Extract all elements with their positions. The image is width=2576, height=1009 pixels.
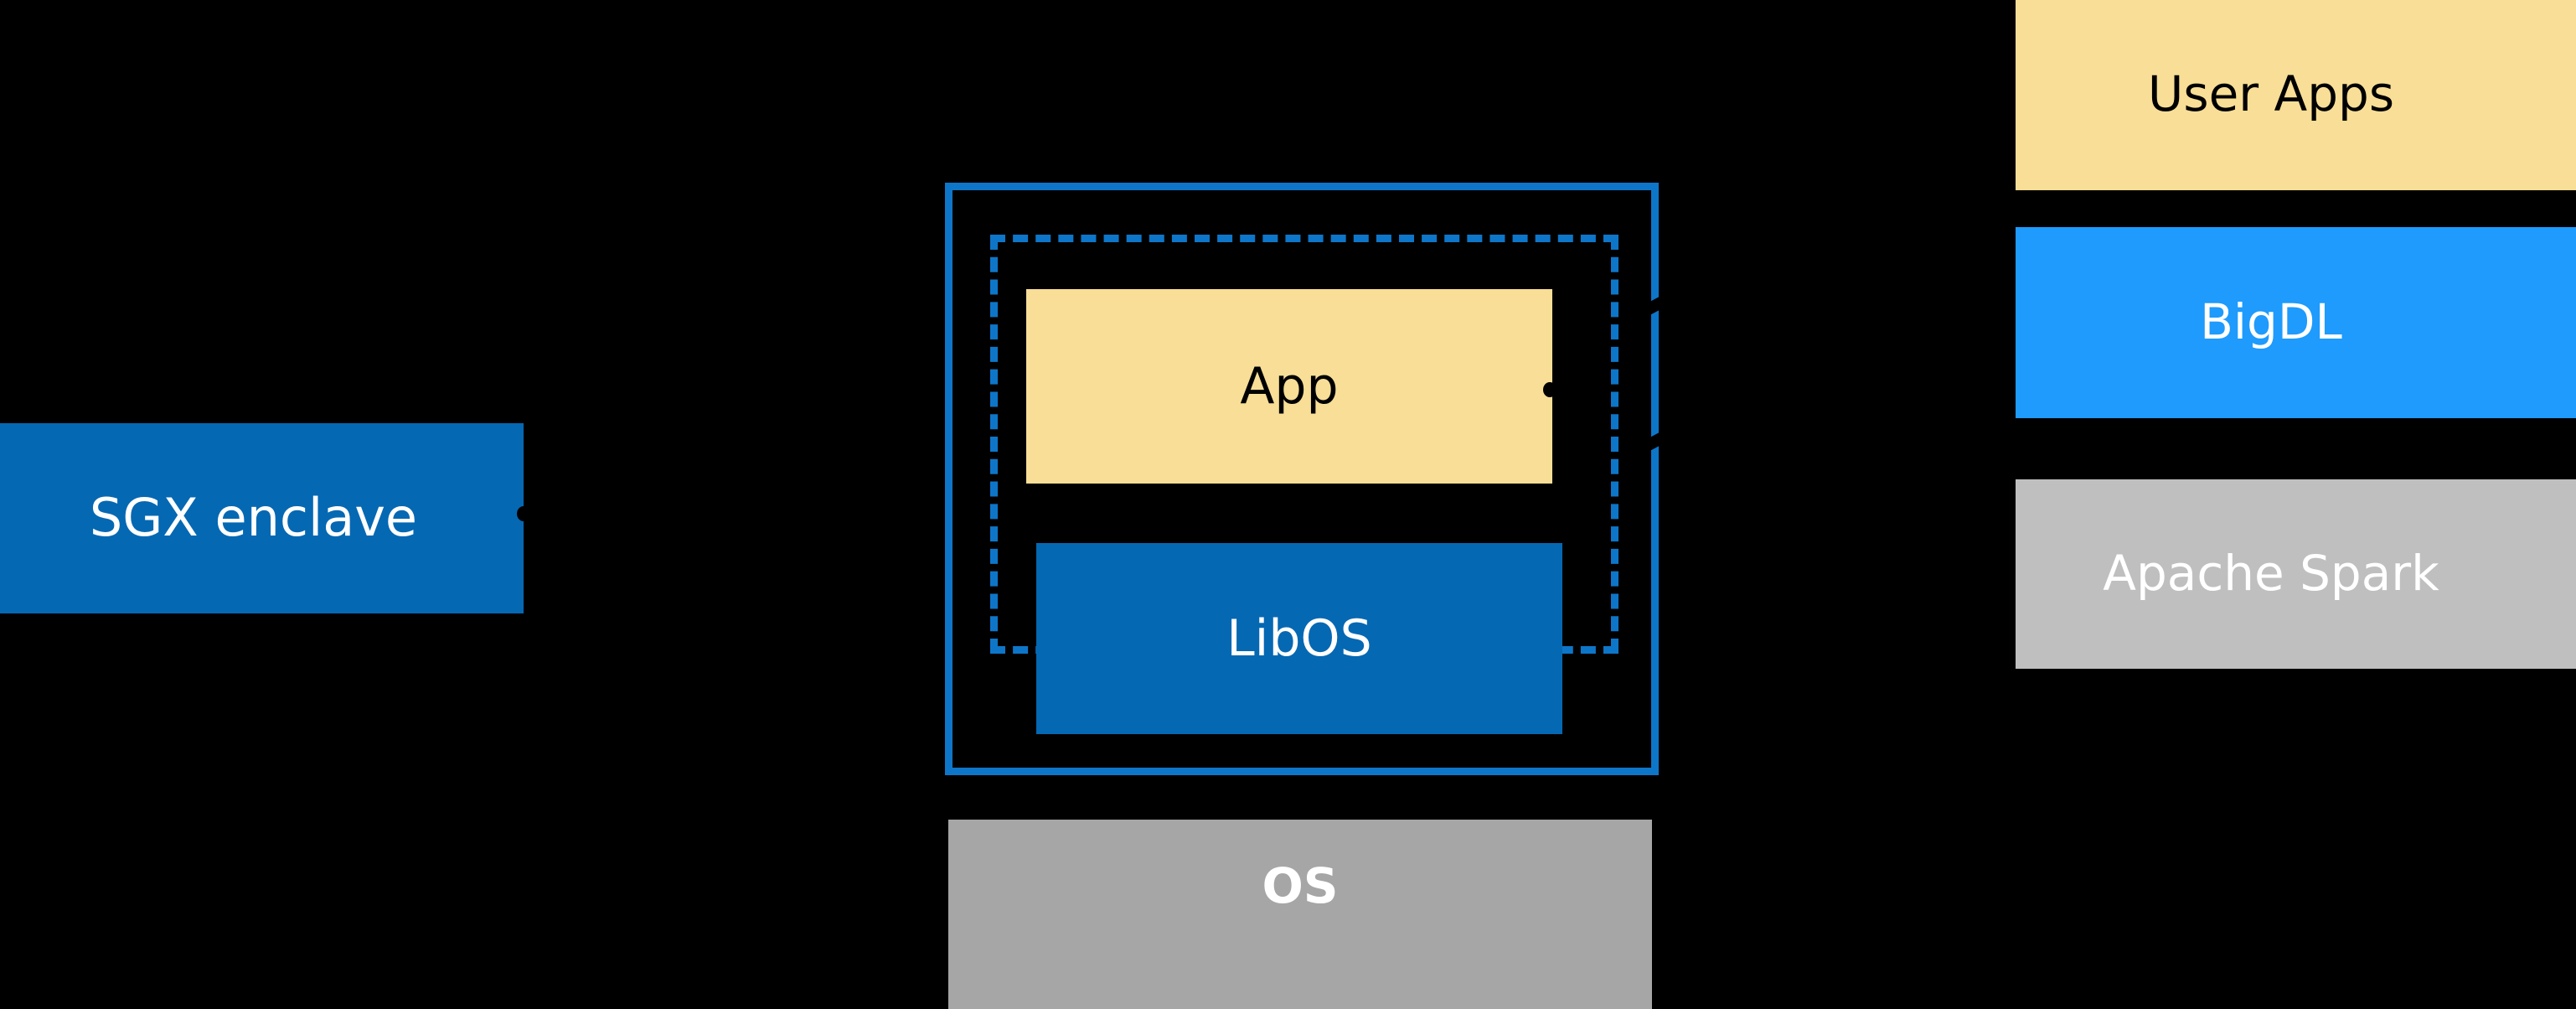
user-apps-label: User Apps [2147, 65, 2395, 123]
os-label: OS [1262, 857, 1339, 914]
bigdl-box: BigDL [2016, 227, 2576, 418]
libos-box: LibOS [1036, 543, 1562, 734]
app-label: App [1240, 357, 1339, 416]
user-apps-box: User Apps [2016, 0, 2576, 190]
app-connector-dot [1543, 382, 1556, 397]
os-box: OS [948, 820, 1652, 1009]
apache-spark-label: Apache Spark [2103, 545, 2439, 603]
enclave-outer-frame [945, 183, 1659, 775]
libos-label: LibOS [1226, 609, 1372, 668]
app-box: App [1026, 289, 1552, 484]
sgx-enclave-label: SGX enclave [89, 487, 418, 549]
sgx-enclave-box: SGX enclave [0, 423, 524, 613]
bigdl-label: BigDL [2200, 293, 2342, 351]
apache-spark-box: Apache Spark [2016, 479, 2576, 669]
sgx-connector-dot [517, 506, 530, 521]
